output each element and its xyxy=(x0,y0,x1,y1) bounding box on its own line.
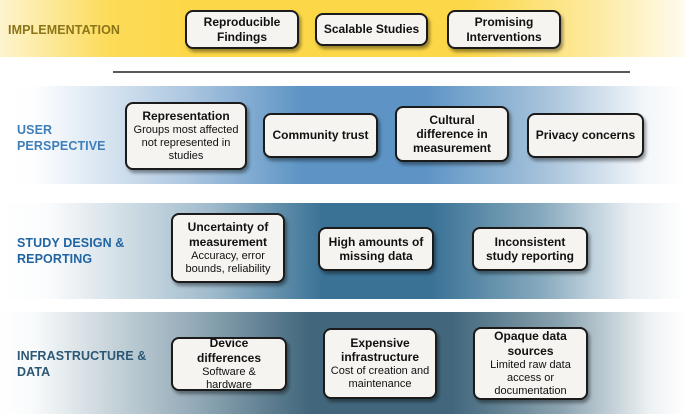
box-title: Community trust xyxy=(272,128,369,143)
row-label-user-perspective: USER PERSPECTIVE xyxy=(17,123,106,154)
box-subtitle: Groups most affected not represented in … xyxy=(133,124,239,163)
box-title: High amounts of missing data xyxy=(328,234,424,263)
box-title: Promising Interventions xyxy=(466,15,542,44)
box-scalable-studies: Scalable Studies xyxy=(315,13,428,46)
row-label-implementation: IMPLEMENTATION xyxy=(8,23,121,37)
box-subtitle: Limited raw data access or documentation xyxy=(490,358,571,397)
separator-line xyxy=(113,71,630,73)
box-title: Inconsistent study reporting xyxy=(485,234,574,263)
box-subtitle: Accuracy, error bounds, reliability xyxy=(185,249,271,275)
box-title: Expensive infrastructure xyxy=(340,335,420,365)
box-title: Privacy concerns xyxy=(535,128,636,143)
box-uncertainty-measurement: Uncertainty of measurement Accuracy, err… xyxy=(171,213,285,283)
box-opaque-data-sources: Opaque data sources Limited raw data acc… xyxy=(473,327,588,400)
box-subtitle: Software & hardware xyxy=(202,365,256,391)
box-community-trust: Community trust xyxy=(263,113,378,158)
box-reproducible-findings: Reproducible Findings xyxy=(185,10,299,49)
box-device-differences: Device differences Software & hardware xyxy=(171,336,287,391)
box-cultural-difference: Cultural difference in measurement xyxy=(395,106,509,162)
box-expensive-infrastructure: Expensive infrastructure Cost of creatio… xyxy=(323,328,437,399)
box-title: Opaque data sources xyxy=(494,329,567,358)
box-inconsistent-reporting: Inconsistent study reporting xyxy=(472,227,588,271)
box-representation: Representation Groups most affected not … xyxy=(125,102,247,170)
box-title: Reproducible Findings xyxy=(203,15,281,44)
box-subtitle: Cost of creation and maintenance xyxy=(330,365,430,391)
box-title: Device differences xyxy=(196,336,262,365)
box-missing-data: High amounts of missing data xyxy=(318,227,434,271)
box-title: Uncertainty of measurement xyxy=(187,220,269,249)
box-title: Scalable Studies xyxy=(323,22,420,37)
box-promising-interventions: Promising Interventions xyxy=(447,10,561,49)
row-label-infrastructure: INFRASTRUCTURE & DATA xyxy=(17,349,147,380)
box-privacy-concerns: Privacy concerns xyxy=(527,113,644,158)
box-title: Cultural difference in measurement xyxy=(412,112,492,156)
row-label-study-design: STUDY DESIGN & REPORTING xyxy=(17,236,125,267)
box-title: Representation xyxy=(142,108,230,123)
